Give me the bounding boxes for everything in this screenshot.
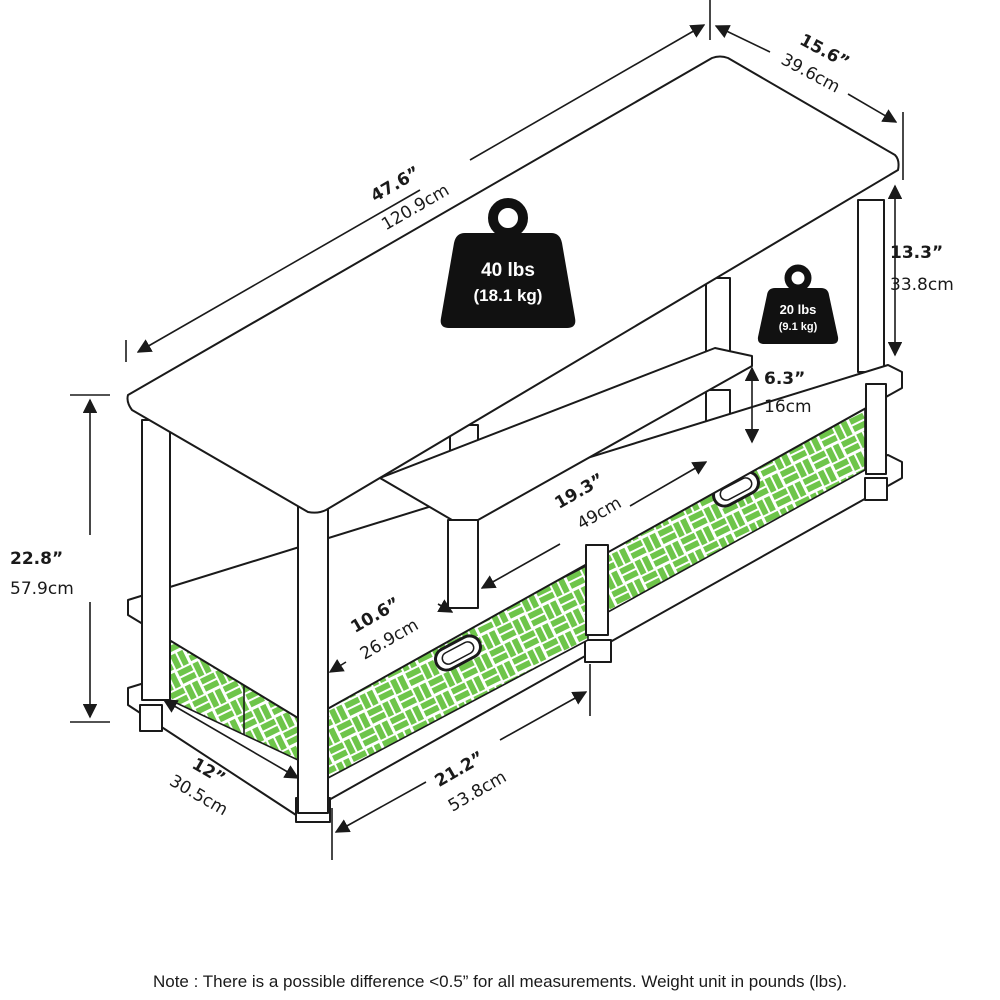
inner-shelf	[379, 347, 753, 521]
dimension-mid-clearance: 6.3” 16cm	[744, 366, 812, 444]
front-left-post	[141, 419, 171, 701]
weight-top-kg: (18.1 kg)	[474, 286, 543, 305]
basket-handle-left	[434, 634, 482, 672]
foot-back-right	[864, 477, 888, 501]
height-in: 22.8”	[10, 549, 63, 569]
foot-mid	[584, 639, 612, 663]
center-divider-post	[585, 544, 609, 636]
height-cm: 57.9cm	[10, 579, 74, 599]
weight-icon-shelf: 20 lbs (9.1 kg)	[757, 264, 839, 344]
foot-front-left	[139, 704, 163, 732]
mid-clearance-cm: 16cm	[764, 397, 812, 417]
weight-shelf-lbs: 20 lbs	[780, 302, 817, 317]
dimension-top-clearance: 13.3” 33.8cm	[887, 184, 954, 357]
dimension-height: 22.8” 57.9cm	[10, 394, 110, 723]
front-right-post-lower	[865, 383, 887, 475]
weight-icon-top: 40 lbs (18.1 kg)	[440, 198, 576, 328]
tv-stand-illustration	[126, 55, 903, 823]
weight-top-lbs: 40 lbs	[481, 260, 535, 281]
top-clearance-in: 13.3”	[890, 243, 943, 263]
center-shelf-post-lower	[447, 519, 479, 609]
front-mid-post	[297, 504, 329, 814]
measurement-note: Note : There is a possible difference <0…	[152, 972, 848, 991]
top-clearance-cm: 33.8cm	[890, 275, 954, 295]
back-right-post	[857, 199, 885, 373]
mid-clearance-in: 6.3”	[764, 369, 805, 389]
weight-shelf-kg: (9.1 kg)	[779, 321, 818, 333]
